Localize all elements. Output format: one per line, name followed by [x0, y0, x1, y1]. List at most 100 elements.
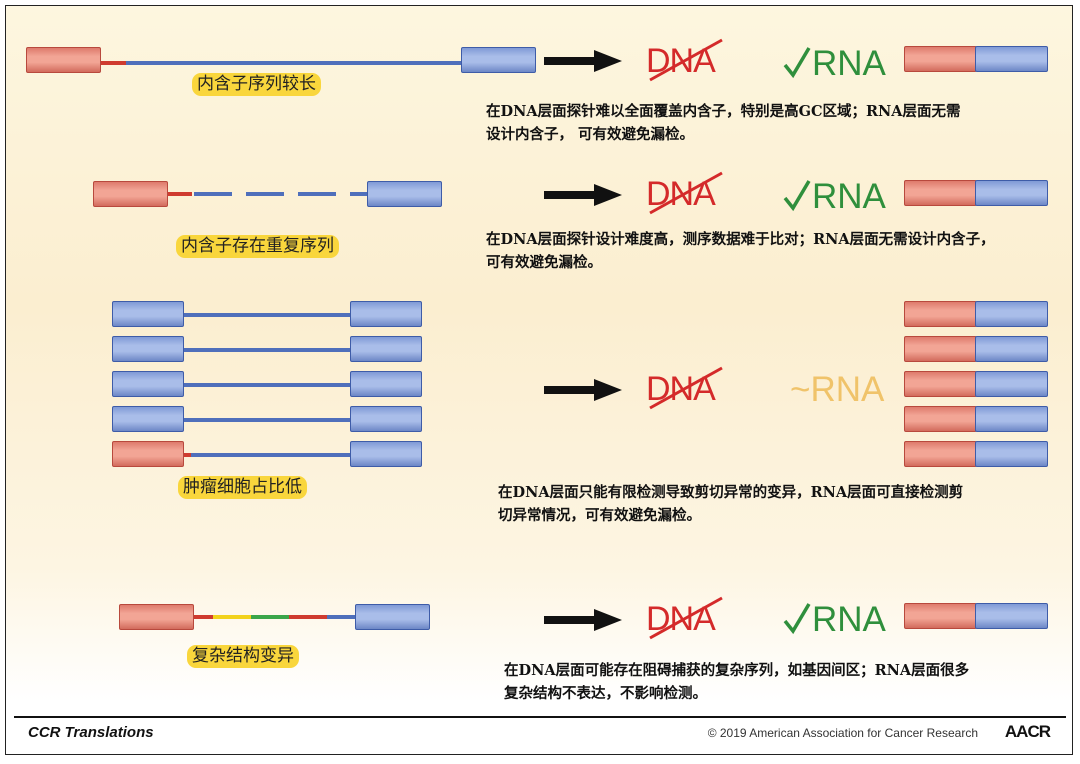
exon-red	[904, 46, 977, 72]
strike-icon	[649, 171, 723, 215]
desc-line: 复杂结构不表达，不影响检测。	[504, 685, 707, 702]
spliced-transcript	[904, 441, 1048, 469]
intron-junction	[181, 453, 191, 457]
exon-blue	[350, 336, 422, 362]
rna-text: RNA	[812, 44, 886, 83]
check-icon	[783, 603, 811, 635]
exon-blue	[975, 336, 1048, 362]
exon-blue	[975, 180, 1048, 206]
spliced-transcript	[904, 406, 1048, 434]
segment-red	[289, 615, 327, 619]
figure-frame: 内含子序列较长 DNA RNA 在DNA层面探针难以全面覆盖内含子，特别是高GC…	[5, 5, 1073, 755]
intron-line	[181, 348, 359, 352]
rna-text: ~RNA	[790, 370, 885, 409]
intron-line	[181, 418, 359, 422]
exon-blue	[112, 406, 184, 432]
desc-line: 在DNA层面只能有限检测导致剪切异常的变异，RNA层面可直接检测剪	[498, 484, 964, 501]
intron-dash	[298, 192, 336, 196]
exon-red	[904, 406, 977, 432]
check-icon	[783, 180, 811, 212]
footer-divider	[14, 716, 1066, 718]
exon-red	[904, 371, 977, 397]
exon-blue	[975, 371, 1048, 397]
dna-crossed: DNA	[646, 169, 730, 219]
rna-supported: RNA	[782, 175, 886, 219]
exon-red	[93, 181, 168, 207]
row-description: 在DNA层面探针设计难度高，测序数据难于比对；RNA层面无需设计内含子， 可有效…	[486, 228, 995, 274]
intron-dash	[246, 192, 284, 196]
row-label: 复杂结构变异	[187, 645, 299, 668]
desc-line: 在DNA层面探针难以全面覆盖内含子，特别是高GC区域；RNA层面无需	[486, 103, 961, 120]
exon-blue	[112, 371, 184, 397]
arrow-right-icon	[544, 609, 622, 631]
desc-line: 切异常情况，可有效避免漏检。	[498, 507, 701, 524]
spliced-transcript	[904, 301, 1048, 329]
intron-line	[181, 313, 359, 317]
strike-icon	[649, 366, 723, 410]
dna-crossed: DNA	[646, 594, 730, 644]
exon-blue	[367, 181, 442, 207]
row-description: 在DNA层面可能存在阻碍捕获的复杂序列，如基因间区；RNA层面很多 复杂结构不表…	[504, 659, 969, 705]
exon-red	[119, 604, 194, 630]
aacr-logo: AACR	[1004, 722, 1051, 741]
strike-icon	[649, 596, 723, 640]
rna-supported: RNA	[782, 598, 886, 642]
segment-yellow	[213, 615, 251, 619]
rna-partial: ~RNA	[790, 368, 884, 412]
intron-dash	[194, 192, 232, 196]
rna-text: RNA	[812, 177, 886, 216]
exon-blue	[350, 406, 422, 432]
exon-blue	[350, 441, 422, 467]
arrow-right-icon	[544, 184, 622, 206]
desc-line: 在DNA层面可能存在阻碍捕获的复杂序列，如基因间区；RNA层面很多	[504, 662, 970, 679]
intron-dash	[350, 192, 370, 196]
exon-blue	[975, 301, 1048, 327]
intron-line	[191, 453, 359, 457]
arrow-right-icon	[544, 379, 622, 401]
spliced-transcript	[904, 603, 1048, 631]
strike-icon	[649, 38, 723, 82]
spliced-transcript	[904, 336, 1048, 364]
row-label: 内含子序列较长	[192, 73, 321, 96]
exon-blue	[975, 46, 1048, 72]
exon-blue	[112, 336, 184, 362]
dna-crossed: DNA	[646, 364, 730, 414]
spliced-transcript	[904, 180, 1048, 208]
dna-crossed: DNA	[646, 36, 730, 86]
row-label: 内含子存在重复序列	[176, 235, 339, 258]
desc-line: 在DNA层面探针设计难度高，测序数据难于比对；RNA层面无需设计内含子，	[486, 231, 995, 248]
intron-junction	[164, 192, 192, 196]
desc-line: 可有效避免漏检。	[486, 254, 602, 271]
exon-blue	[350, 301, 422, 327]
exon-red	[904, 301, 977, 327]
exon-blue	[112, 301, 184, 327]
check-icon	[783, 47, 811, 79]
intron-junction	[189, 615, 213, 619]
footer-copyright: © 2019 American Association for Cancer R…	[707, 726, 978, 740]
exon-blue	[975, 441, 1048, 467]
segment-green	[251, 615, 289, 619]
footer-journal: CCR Translations	[28, 724, 154, 741]
exon-blue	[350, 371, 422, 397]
intron-line	[126, 61, 466, 65]
spliced-transcript	[904, 371, 1048, 399]
exon-red	[904, 336, 977, 362]
row-label: 肿瘤细胞占比低	[178, 476, 307, 499]
exon-red	[26, 47, 101, 73]
exon-red	[904, 441, 977, 467]
arrow-right-icon	[544, 50, 622, 72]
rna-text: RNA	[812, 600, 886, 639]
exon-blue	[355, 604, 430, 630]
row-description: 在DNA层面只能有限检测导致剪切异常的变异，RNA层面可直接检测剪 切异常情况，…	[498, 481, 963, 527]
exon-blue	[461, 47, 536, 73]
intron-line	[181, 383, 359, 387]
exon-blue	[975, 406, 1048, 432]
rna-supported: RNA	[782, 42, 886, 86]
desc-line: 设计内含子， 可有效避免漏检。	[486, 126, 695, 143]
exon-red	[904, 603, 977, 629]
intron-junction	[99, 61, 127, 65]
row-description: 在DNA层面探针难以全面覆盖内含子，特别是高GC区域；RNA层面无需 设计内含子…	[486, 100, 961, 146]
exon-red	[112, 441, 184, 467]
exon-blue	[975, 603, 1048, 629]
intron-line	[327, 615, 357, 619]
